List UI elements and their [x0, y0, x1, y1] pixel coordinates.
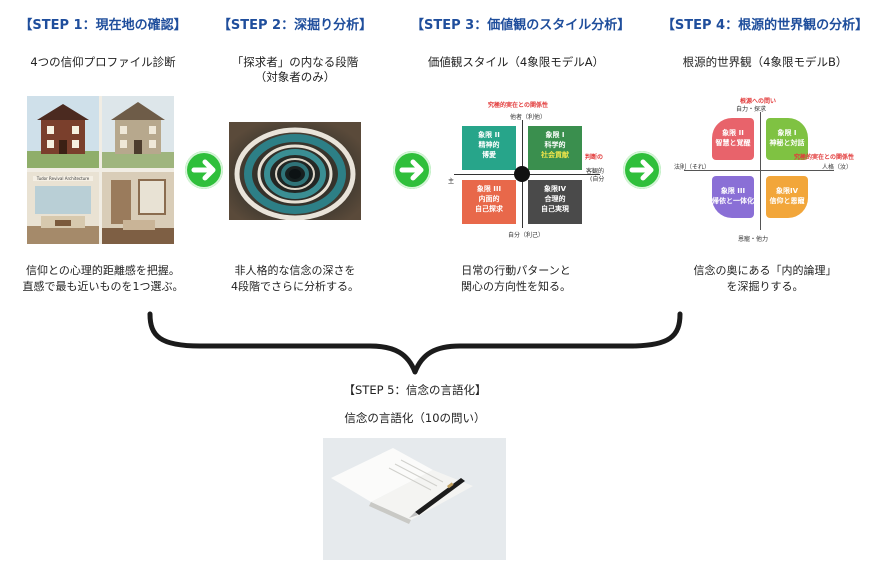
q4-line-2: 自己実現	[541, 205, 569, 213]
q3-label: 象限 III	[476, 185, 502, 193]
step2-desc-line-2: 4段階でさらに分析する。	[231, 280, 359, 293]
step2-subtitle-line-2: （対象者のみ）	[254, 70, 336, 84]
step4-subtitle: 根源的世界観（4象限モデルB）	[682, 55, 848, 69]
arrow-right-icon	[185, 151, 223, 189]
step4-top-axis: 自力・探求	[736, 106, 767, 113]
step3-right-caption: 判断の	[585, 154, 604, 161]
step3-bottom-axis: 自分（利己）	[508, 232, 545, 239]
step3-desc-line-2: 関心の方向性を知る。	[461, 280, 571, 293]
step2-spiral-staircase-image	[229, 122, 361, 220]
step4-desc-line-1: 信念の奥にある「内的論理」	[693, 264, 837, 277]
step2-subtitle-line-1: 「探求者」の内なる段階	[231, 55, 359, 69]
step5-subtitle: 信念の言語化（10の問い）	[344, 411, 486, 425]
step5-notebook-image	[323, 438, 506, 560]
step4-quadrant-2: 象限 II 智慧と覚醒	[712, 118, 754, 160]
q4-label: 象限IV	[775, 187, 799, 195]
q2-label: 象限 II	[722, 129, 744, 137]
step3-top-axis: 他者（利他）	[510, 114, 547, 121]
step4-bottom-axis: 恩寵・他力	[738, 236, 769, 243]
step4-horizontal-axis	[684, 170, 834, 171]
q2-line-2: 博愛	[482, 151, 496, 159]
step3-subtitle: 価値観スタイル（4象限モデルA）	[427, 55, 605, 69]
step1-desc: 信仰との心理的距離感を把握。 直感で最も近いものを1つ選ぶ。	[3, 263, 203, 295]
step3-quadrant-4: 象限IV 合理的 自己実現	[528, 180, 582, 224]
q1-line-2: 社会貢献	[541, 151, 569, 159]
step3-subtitle-wrap: 価値観スタイル（4象限モデルA）	[411, 55, 621, 70]
step4-right-axis: 人格（汝）	[822, 164, 853, 171]
step4-desc-line-2: を深掘りする。	[726, 280, 804, 293]
step3-desc: 日常の行動パターンと 関心の方向性を知る。	[411, 263, 621, 295]
step4-quadrant-1: 象限 I 神秘と対話	[766, 118, 808, 160]
step2-desc-line-1: 非人格的な信念の深さを	[234, 264, 356, 277]
q1-label: 象限 I	[777, 129, 797, 137]
step2-column: 【STEP 2：深掘り分析】	[195, 14, 395, 33]
step4-vertical-axis	[760, 112, 761, 230]
step2-desc: 非人格的な信念の深さを 4段階でさらに分析する。	[195, 263, 395, 295]
step1-column: 【STEP 1：現在地の確認】	[3, 14, 203, 33]
step1-desc-line-2: 直感で最も近いものを1つ選ぶ。	[22, 280, 184, 293]
step2-subtitle-wrap: 「探求者」の内なる段階 （対象者のみ）	[195, 55, 395, 85]
q2-label: 象限 II	[478, 131, 500, 139]
step1-house-images: Tudor Revival Architecture	[27, 96, 174, 244]
q1-label: 象限 I	[545, 131, 565, 139]
step5-title-wrap: 【STEP 5：信念の言語化】	[315, 383, 515, 398]
step3-right-axis-2: (自分	[590, 176, 605, 183]
q2-line-1: 智慧と覚醒	[715, 139, 751, 147]
q1-line-1: 科学的	[544, 141, 566, 149]
q3-line-2: 自己探求	[475, 205, 503, 213]
step4-left-axis: 法則（それ）	[674, 164, 711, 171]
step3-center-dot	[514, 166, 530, 182]
arrow-right-icon	[623, 151, 661, 189]
q1-line-1: 神秘と対話	[769, 139, 805, 147]
q2-line-1: 精神的	[478, 141, 500, 149]
step5-subtitle-wrap: 信念の言語化（10の問い）	[315, 411, 515, 426]
step3-quadrant-model: 究極的実在との関係性 他者（利他） 象限 II 精神的 博愛 象限 I 科学的 …	[446, 96, 606, 244]
q4-line-1: 合理的	[544, 195, 566, 203]
step4-subtitle-wrap: 根源的世界観（4象限モデルB）	[660, 55, 870, 70]
q3-line-1: 帰依と一体化	[712, 197, 754, 205]
step3-quadrant-3: 象限 III 内面的 自己探求	[462, 180, 516, 224]
step2-title: 【STEP 2：深掘り分析】	[217, 18, 373, 33]
step1-subtitle-wrap: 4つの信仰プロファイル診断	[3, 55, 203, 70]
step3-quadrant-1: 象限 I 科学的 社会貢献	[528, 126, 582, 170]
q3-line-1: 内面的	[478, 195, 500, 203]
step1-desc-line-1: 信仰との心理的距離感を把握。	[26, 264, 180, 277]
step4-quadrant-3: 象限 III 帰依と一体化	[712, 176, 754, 218]
q4-line-1: 信仰と恩寵	[769, 197, 805, 205]
q3-label: 象限 III	[720, 187, 746, 195]
step4-desc: 信念の奥にある「内的論理」 を深掘りする。	[660, 263, 870, 295]
step3-top-caption: 究極的実在との関係性	[488, 102, 548, 109]
step1-subtitle: 4つの信仰プロファイル診断	[30, 55, 176, 69]
step4-quadrant-4: 象限IV 信仰と恩寵	[766, 176, 808, 218]
step4-right-caption: 究極的実在との関係性	[794, 154, 854, 161]
arrow-right-icon	[393, 151, 431, 189]
step3-desc-line-1: 日常の行動パターンと	[461, 264, 571, 277]
step4-top-caption: 根源への問い	[740, 98, 777, 105]
step4-title: 【STEP 4：根源的世界観の分析】	[661, 18, 869, 33]
step3-title: 【STEP 3：価値観のスタイル分析】	[411, 18, 631, 33]
step1-panel-caption: Tudor Revival Architecture	[33, 176, 93, 181]
q4-label: 象限IV	[543, 185, 567, 193]
step3-left-axis: 主	[448, 178, 455, 185]
step3-column: 【STEP 3：価値観のスタイル分析】	[411, 14, 631, 33]
step4-quadrant-model: 根源への問い 自力・探求 象限 II 智慧と覚醒 象限 I 神秘と対話 象限 I…	[674, 96, 866, 244]
step4-column: 【STEP 4：根源的世界観の分析】	[660, 14, 870, 33]
step3-quadrant-2: 象限 II 精神的 博愛	[462, 126, 516, 170]
curly-brace	[147, 311, 683, 375]
step1-title: 【STEP 1：現在地の確認】	[19, 18, 187, 33]
step3-right-axis-1: 客観的	[586, 168, 605, 175]
step5-title: 【STEP 5：信念の言語化】	[343, 383, 487, 397]
